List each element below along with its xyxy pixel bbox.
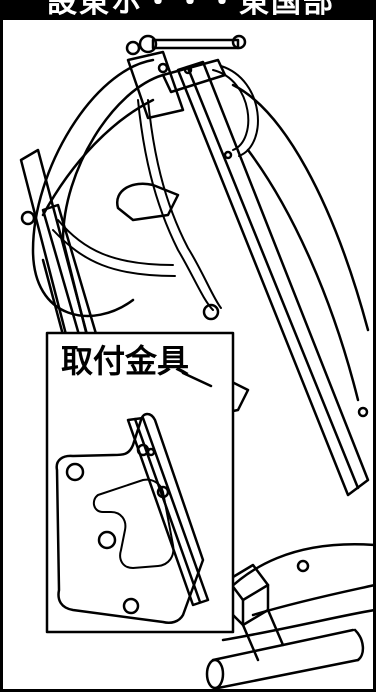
front-rail	[176, 60, 370, 497]
wire-frame	[52, 65, 259, 311]
bolt-heads	[20, 150, 369, 573]
callout-box	[45, 331, 235, 634]
top-clamp	[125, 34, 247, 120]
page-title: 設東ホ・・・東国部	[47, 0, 335, 20]
callout-label: 取付金具	[61, 342, 190, 380]
header-bar: 設東ホ・・・東国部	[3, 0, 373, 20]
mounting-bracket-illustration	[19, 34, 373, 689]
